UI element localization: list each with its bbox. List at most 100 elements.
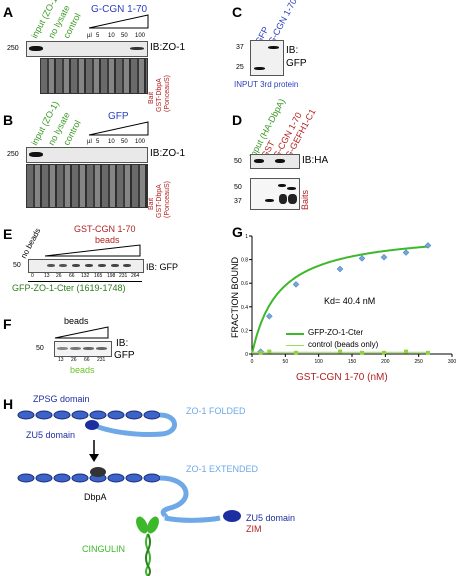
- beads-wedge: [44, 244, 141, 257]
- mw-label: 50: [13, 262, 21, 269]
- dose-wedge: [88, 14, 149, 29]
- mw-label: 37: [234, 198, 242, 205]
- y-tick-label: 0.2: [241, 328, 248, 334]
- group-label: GFP: [108, 111, 129, 122]
- x-tick-label: 250: [414, 359, 423, 365]
- conc-label: 231: [119, 273, 128, 279]
- data-point-control: [258, 350, 263, 355]
- ib-label: IB:ZO-1: [150, 148, 186, 159]
- y-tick-label: 1: [245, 234, 248, 240]
- dose-label: 50: [121, 139, 128, 145]
- gst-cgn-title: GST-CGN 1-70: [74, 224, 136, 234]
- panel-g-label: G: [232, 224, 243, 240]
- y-tick-label: 0: [245, 352, 248, 358]
- data-point-gfp: [336, 265, 344, 273]
- conc-label: 13: [58, 357, 64, 363]
- bait-label: Bait: [148, 91, 155, 104]
- blot-zo1: [26, 41, 148, 57]
- data-point-gfp: [292, 281, 300, 288]
- zo1-folded-label: ZO-1 FOLDED: [186, 406, 246, 416]
- ib-target-label: GFP: [286, 58, 307, 69]
- dbpa-label: DbpA: [84, 492, 107, 502]
- data-point-control: [294, 350, 298, 355]
- legend-item-control: control (beads only): [308, 340, 379, 349]
- mw-label: 25: [236, 64, 244, 71]
- mw-label: 37: [236, 44, 244, 51]
- blot-input: [250, 40, 284, 76]
- panel-a-label: A: [3, 4, 14, 20]
- beads-subtitle: beads: [95, 235, 120, 245]
- zim-label: ZIM: [246, 524, 262, 534]
- conc-label: 66: [69, 273, 75, 279]
- data-point-gfp: [265, 312, 273, 320]
- x-axis-label: GST-CGN 1-70 (nM): [296, 372, 388, 383]
- data-point-control: [404, 349, 408, 354]
- x-tick-label: 150: [348, 359, 357, 365]
- conc-label: 26: [56, 273, 62, 279]
- legend-item-gfp: GFP-ZO-1-Cter: [308, 328, 364, 337]
- data-point-control: [382, 350, 386, 355]
- zu5-domain: [223, 510, 241, 522]
- unit-label: µl: [87, 33, 92, 39]
- panel-c-label: C: [232, 4, 243, 20]
- zo1-folded-chain: [17, 410, 177, 437]
- unit-label: µl: [87, 139, 92, 145]
- ib-label: IB:: [286, 45, 299, 56]
- ib-label: IB:ZO-1: [150, 42, 186, 53]
- zo1-extended-chain: [17, 467, 241, 523]
- mw-label: 250: [7, 151, 19, 158]
- mw-label: 250: [7, 45, 19, 52]
- zo1-model-diagram: [17, 410, 241, 576]
- bait-label: Bait: [148, 197, 155, 210]
- dose-label: 5: [96, 139, 100, 145]
- stain-label: (PonceauS): [164, 75, 171, 112]
- data-point-gfp: [358, 255, 366, 262]
- cingulin-dimer: [136, 516, 159, 576]
- panel-b-label: B: [3, 112, 14, 128]
- data-point-control: [267, 349, 272, 354]
- dose-label: 100: [135, 139, 146, 145]
- zpsg-label: ZPSG domain: [33, 394, 90, 404]
- dose-label: 50: [121, 33, 128, 39]
- blot-gfp: [28, 259, 144, 273]
- panel-d-label: D: [232, 112, 243, 128]
- bait-name-label: GST-DbpA: [156, 78, 163, 112]
- mw-label: 50: [234, 158, 242, 165]
- blot-baits: [250, 178, 300, 210]
- construct-caption: GFP-ZO-1-Cter (1619-1748): [12, 283, 126, 293]
- beads-title: beads: [64, 316, 89, 326]
- bait-name-label: GST-DbpA: [156, 184, 163, 218]
- blot-ha: [250, 154, 300, 169]
- ib-target-label: GFP: [114, 350, 135, 361]
- blot-zo1: [26, 147, 148, 163]
- conc-label: 198: [107, 273, 116, 279]
- ib-label: IB:HA: [302, 155, 329, 166]
- ib-label: IB:: [116, 338, 129, 349]
- legend-line-fit: [286, 333, 304, 335]
- dbpa-blob: [90, 467, 106, 477]
- x-tick-label: 200: [381, 359, 390, 365]
- conc-label: 0: [31, 273, 34, 279]
- dose-label: 100: [135, 33, 146, 39]
- data-point-gfp: [424, 242, 432, 249]
- conc-label: 26: [71, 357, 77, 363]
- mw-label: 50: [234, 184, 242, 191]
- conc-label: 231: [97, 357, 106, 363]
- cingulin-label: CINGULIN: [82, 544, 126, 554]
- kd-label: Kd= 40.4 nM: [324, 296, 376, 306]
- zu5-bound-label: ZU5 domain: [246, 513, 296, 523]
- dose-label: 5: [96, 33, 100, 39]
- y-tick-label: 0.8: [241, 258, 248, 264]
- caption-rule: [28, 281, 142, 282]
- panel-h-label: H: [3, 396, 14, 412]
- blot-gfp: [54, 341, 112, 357]
- baits-label: Baits: [300, 189, 310, 210]
- ib-label: IB: GFP: [146, 262, 179, 272]
- x-tick-label: 100: [314, 359, 323, 365]
- data-point-gfp: [380, 253, 388, 261]
- y-tick-label: 0.4: [241, 305, 248, 311]
- legend-line-control: [286, 345, 304, 346]
- stain-label: (PonceauS): [164, 181, 171, 218]
- mw-label: 50: [36, 345, 44, 352]
